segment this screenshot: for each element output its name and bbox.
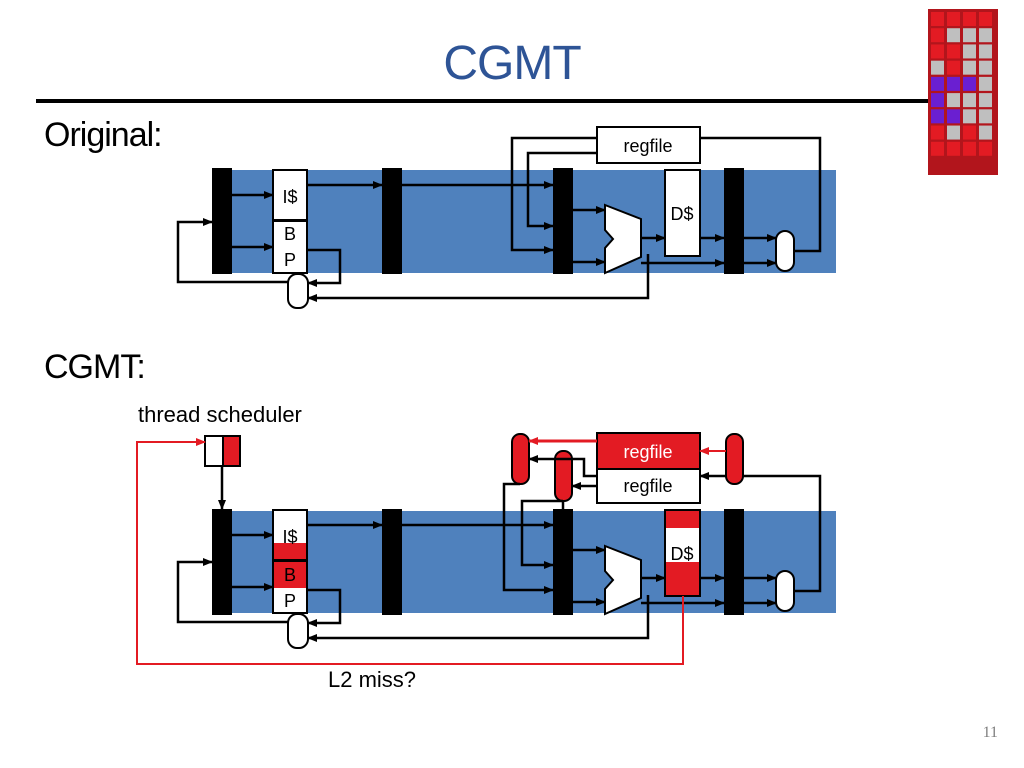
title-rule — [36, 99, 932, 103]
cgmt-pipeline-band — [232, 511, 836, 613]
logo-cell — [979, 141, 992, 156]
original-latch-1 — [212, 168, 232, 274]
cgmt-bp-bottom-label: P — [284, 591, 296, 611]
original-dcache-label: D$ — [670, 204, 693, 224]
logo-cell — [979, 44, 992, 59]
logo-cell — [931, 109, 944, 124]
logo-cell — [947, 109, 960, 124]
logo-cell — [979, 109, 992, 124]
logo-cell — [979, 60, 992, 75]
page-number: 11 — [982, 724, 998, 741]
slide-title: CGMT — [443, 37, 581, 90]
original-dcache-box — [664, 169, 701, 257]
cgmt-wb-mux — [775, 570, 795, 612]
cgmt-bp-top-label: B — [284, 565, 296, 585]
logo-cell — [931, 125, 944, 140]
cgmt-pc-mux — [287, 613, 309, 649]
original-section-label: Original: — [44, 116, 163, 154]
cgmt-regfile-second-label: regfile — [623, 476, 672, 496]
l2-miss-label: L2 miss? — [328, 667, 416, 692]
cgmt-regfile-read-mux-1 — [511, 433, 530, 485]
logo-cell — [963, 109, 976, 124]
original-regfile-box — [596, 126, 701, 164]
thread-scheduler-slot-1 — [222, 435, 241, 467]
cgmt-dcache-label: D$ — [670, 544, 693, 564]
logo-cell — [931, 44, 944, 59]
logo-cell — [963, 28, 976, 43]
cgmt-pipeline: thread scheduler I$ B P regfile regfile — [136, 402, 836, 692]
logo-cell — [947, 44, 960, 59]
processor-grid-logo-icon — [928, 9, 998, 175]
original-bp-bottom-label: P — [284, 250, 296, 270]
logo-cell — [947, 93, 960, 108]
logo-cell — [963, 60, 976, 75]
logo-cell — [963, 93, 976, 108]
original-wires — [176, 136, 822, 302]
original-bp-top-label: B — [284, 224, 296, 244]
cgmt-latch-3 — [553, 509, 573, 615]
logo-cell — [963, 44, 976, 59]
cgmt-bp-thread-state — [274, 562, 306, 588]
original-icache-label: I$ — [282, 187, 297, 207]
logo-cell — [979, 93, 992, 108]
cgmt-latch-4 — [724, 509, 744, 615]
logo-cell — [979, 125, 992, 140]
original-wb-mux — [775, 230, 795, 272]
logo-cell — [931, 12, 944, 26]
cgmt-icache-label: I$ — [282, 527, 297, 547]
original-latch-4 — [724, 168, 744, 274]
logo-cell — [963, 12, 976, 26]
logo-cell — [947, 12, 960, 26]
cgmt-wires — [176, 455, 822, 642]
original-pc-mux — [287, 273, 309, 309]
logo-cell — [979, 12, 992, 26]
original-pipeline: I$ B P regfile D$ — [176, 126, 836, 309]
cgmt-regfile-active-label: regfile — [623, 442, 672, 462]
logo-cell — [963, 125, 976, 140]
logo-cell — [979, 76, 992, 91]
cgmt-regfile-write-mux — [725, 433, 744, 485]
cgmt-latch-1 — [212, 509, 232, 615]
logo-cell — [931, 141, 944, 156]
thread-scheduler-label: thread scheduler — [138, 402, 302, 427]
logo-cell — [947, 125, 960, 140]
original-regfile-label: regfile — [623, 136, 672, 156]
cgmt-regfile-active-box — [596, 432, 701, 470]
thread-scheduler-slot-0 — [204, 435, 224, 467]
logo-cell — [947, 28, 960, 43]
cgmt-latch-2 — [382, 509, 402, 615]
logo-cell — [931, 76, 944, 91]
cgmt-dcache-miss-bottom — [666, 562, 699, 595]
logo-cell — [963, 141, 976, 156]
original-latch-3 — [553, 168, 573, 274]
logo-cell — [979, 28, 992, 43]
cgmt-regfile-second-box — [596, 468, 701, 504]
cgmt-dcache-miss-top — [666, 511, 699, 528]
logo-cell — [931, 60, 944, 75]
original-latch-2 — [382, 168, 402, 274]
logo-cell — [947, 76, 960, 91]
logo-cell — [947, 60, 960, 75]
logo-cell — [931, 28, 944, 43]
cgmt-section-label: CGMT: — [44, 348, 146, 386]
logo-cell — [947, 141, 960, 156]
logo-cell — [931, 93, 944, 108]
cgmt-red-wires — [136, 437, 726, 665]
cgmt-icache-thread-state — [274, 543, 306, 559]
logo-cell — [963, 76, 976, 91]
